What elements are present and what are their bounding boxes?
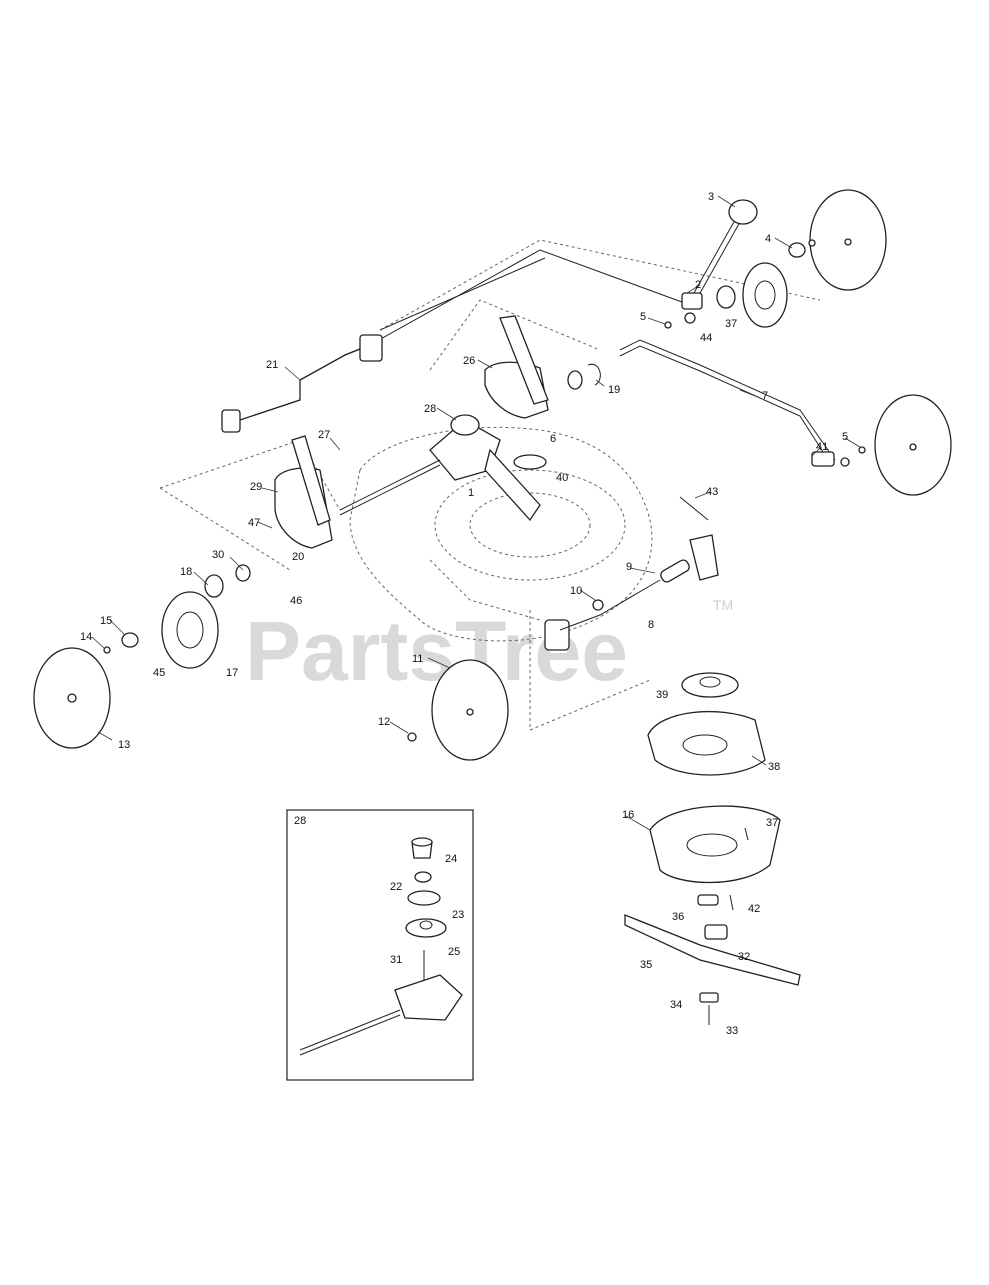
callout-1: 1 [468,487,474,499]
callout-41: 41 [816,441,828,453]
hubcap-front-left [161,591,219,669]
callout-29: 29 [250,481,262,493]
callout-12: 12 [378,716,390,728]
callout-17: 17 [226,667,238,679]
callout-3: 3 [708,191,714,203]
callout-36: 36 [672,911,684,923]
callout-31: 31 [390,954,402,966]
callout-2: 2 [695,279,701,291]
wheel-front-left [33,564,251,749]
callout-22: 22 [390,881,402,893]
callout-38: 38 [768,761,780,773]
callout-4: 4 [765,233,771,245]
callout-24: 24 [445,853,457,865]
callout-18: 18 [180,566,192,578]
callout-37-bottom: 37 [766,817,778,829]
callout-47: 47 [248,517,260,529]
callout-32: 32 [738,951,750,963]
wheel-rear-left [407,659,509,761]
callout-28: 28 [424,403,436,415]
callout-19: 19 [608,384,620,396]
callout-39: 39 [656,689,668,701]
callout-15: 15 [100,615,112,627]
callout-9: 9 [626,561,632,573]
watermark-trademark: TM [713,597,733,613]
height-lever [664,199,758,329]
callout-30: 30 [212,549,224,561]
baffle-38 [647,711,766,776]
leader-lines [91,195,861,831]
callout-45: 45 [153,667,165,679]
lever-knob [728,199,758,225]
callout-43: 43 [706,486,718,498]
callout-46: 46 [290,595,302,607]
callout-23: 23 [452,909,464,921]
callout-11: 11 [412,653,423,665]
inset-title: 28 [294,815,306,827]
callout-34: 34 [670,999,682,1011]
callout-35: 35 [640,959,652,971]
callout-20: 20 [292,551,304,563]
deck-shield-16 [649,805,781,884]
mower-deck-outline [159,239,821,731]
callout-6: 6 [550,433,556,445]
blade-35 [624,914,801,986]
inset-gearbox-detail [286,809,474,1081]
callout-7: 7 [762,390,768,402]
drive-belt [484,448,541,522]
callout-16: 16 [622,809,634,821]
front-axle-rod [619,339,836,467]
callout-21: 21 [266,359,278,371]
callout-26: 26 [463,355,475,367]
callout-14: 14 [80,631,92,643]
height-adjuster-bracket [359,334,383,362]
callout-42: 42 [748,903,760,915]
callout-37-top: 37 [725,318,737,330]
small-hardware [544,363,866,651]
callout-5-right: 5 [842,431,848,443]
callout-27: 27 [318,429,330,441]
wheel-rear-right [742,189,887,328]
callout-8: 8 [648,619,654,631]
callout-25: 25 [448,946,460,958]
callout-10: 10 [570,585,582,597]
hubcap-rear-right [742,262,788,328]
rear-axle-rods [221,249,691,433]
callout-33: 33 [726,1025,738,1037]
watermark-brand: PartsTree [245,604,628,698]
callout-40: 40 [556,472,568,484]
bearing-39 [681,672,739,698]
blade-adapter-stack [624,672,801,1025]
callout-5-left: 5 [640,311,646,323]
height-adjust-plates [274,315,549,549]
callout-44: 44 [700,332,712,344]
callout-13: 13 [118,739,130,751]
transmission-assembly [339,414,547,522]
wheel-front-right [874,394,952,496]
callout-labels: 1 2 3 4 5 6 7 8 9 10 11 12 13 14 15 16 1… [80,191,848,1037]
drive-pulley [513,454,547,470]
wheel-bracket [221,409,241,433]
